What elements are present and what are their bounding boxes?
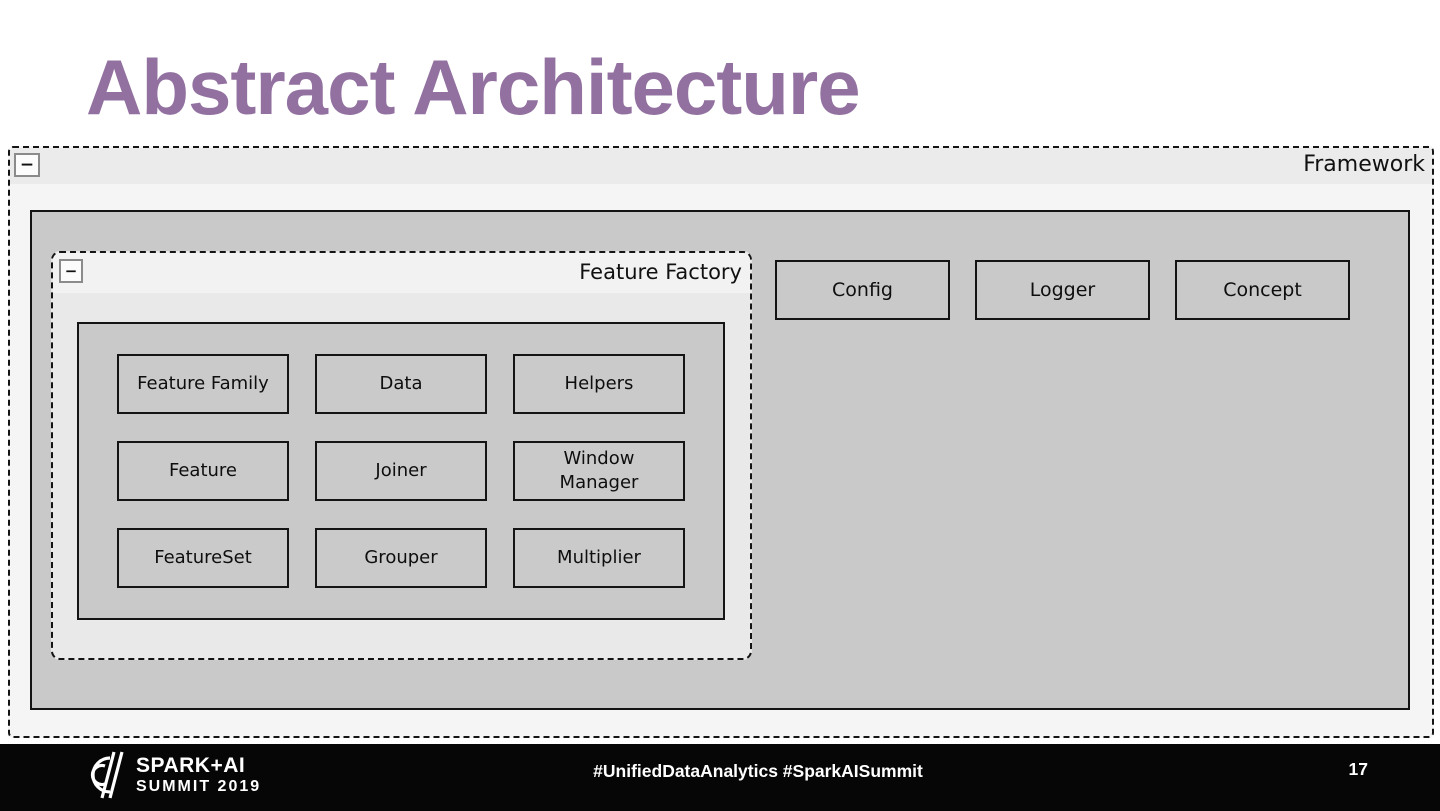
- logo-subtitle: SUMMIT 2019: [136, 778, 262, 796]
- logo-title: SPARK+AI: [136, 754, 246, 778]
- feature-factory-label: Feature Factory: [579, 260, 742, 284]
- module-grid-row: Feature Family Data Helpers: [117, 354, 685, 414]
- component-box-config: Config: [775, 260, 950, 320]
- logo-text: SPARK+AI SUMMIT 2019: [136, 754, 261, 796]
- module-box-helpers: Helpers: [513, 354, 685, 414]
- spark-ai-summit-logo: SPARK+AI SUMMIT 2019: [74, 749, 261, 801]
- spark-ai-logo-icon: [90, 751, 124, 799]
- component-box-concept: Concept: [1175, 260, 1350, 320]
- feature-factory-header: − Feature Factory: [53, 253, 750, 293]
- module-box-joiner: Joiner: [315, 441, 487, 501]
- feature-factory-minimize-button[interactable]: −: [59, 259, 83, 283]
- framework-minimize-button[interactable]: −: [14, 153, 40, 177]
- module-box-window-manager: Window Manager: [513, 441, 685, 501]
- module-box-data: Data: [315, 354, 487, 414]
- module-box-grouper: Grouper: [315, 528, 487, 588]
- feature-factory-window: − Feature Factory Feature Family Data He…: [51, 251, 752, 660]
- framework-window: − Framework − Feature Factory Feature Fa…: [8, 146, 1434, 738]
- framework-components: Config Logger Concept: [775, 260, 1350, 320]
- module-grid-row: Feature Joiner Window Manager: [117, 441, 685, 501]
- footer-hashtags: #UnifiedDataAnalytics #SparkAISummit: [593, 760, 923, 781]
- module-box-multiplier: Multiplier: [513, 528, 685, 588]
- module-box-feature-family: Feature Family: [117, 354, 289, 414]
- footer-bar: SPARK+AI SUMMIT 2019 #UnifiedDataAnalyti…: [0, 744, 1440, 811]
- module-grid: Feature Family Data Helpers Feature Join…: [77, 322, 725, 620]
- page-title: Abstract Architecture: [86, 43, 861, 131]
- component-box-logger: Logger: [975, 260, 1150, 320]
- framework-header: − Framework: [10, 148, 1432, 184]
- framework-label: Framework: [1303, 152, 1425, 177]
- page-number: 17: [1348, 759, 1368, 779]
- module-grid-row: FeatureSet Grouper Multiplier: [117, 528, 685, 588]
- framework-panel: − Feature Factory Feature Family Data He…: [30, 210, 1410, 710]
- module-box-featureset: FeatureSet: [117, 528, 289, 588]
- module-box-feature: Feature: [117, 441, 289, 501]
